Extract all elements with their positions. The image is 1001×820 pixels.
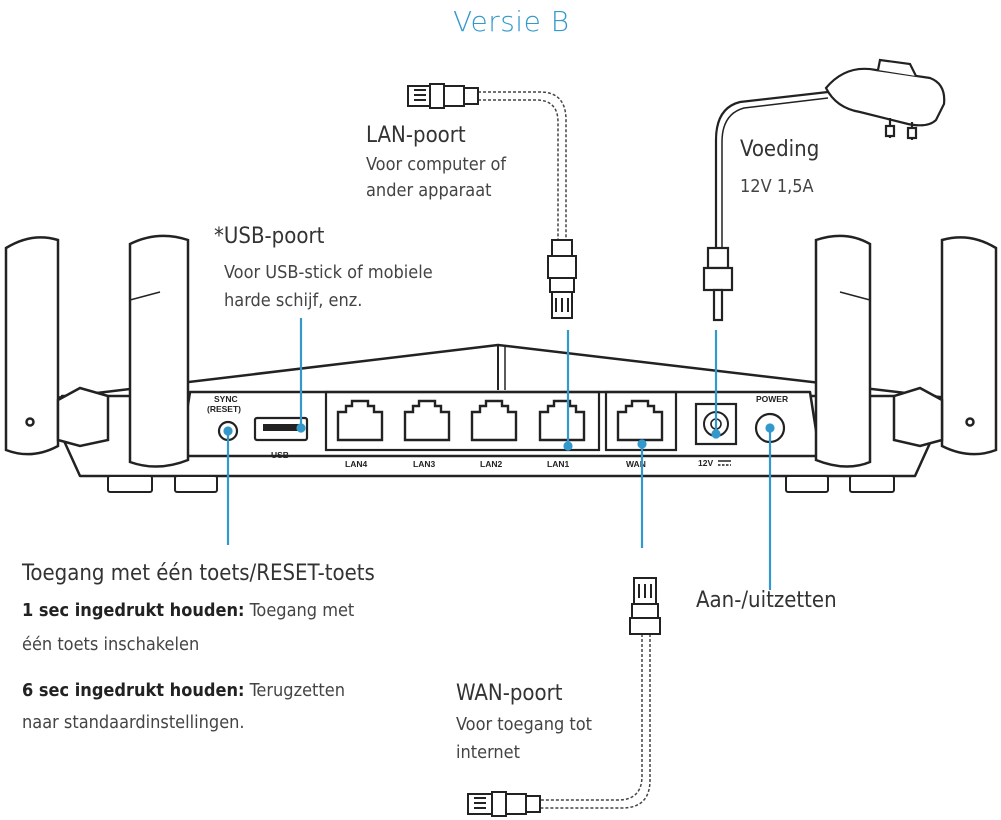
wan-port-line1: Voor toegang tot [456, 714, 592, 735]
lan-group-frame [324, 390, 601, 452]
reset-hold6-bold: 6 sec ingedrukt houden: [22, 680, 245, 701]
antenna-right-outer [892, 236, 998, 456]
lan4-port: LAN4 [336, 399, 384, 469]
lan-port-line1: Voor computer of [366, 154, 507, 175]
wan-port-line2: internet [456, 742, 520, 763]
lan4-label: LAN4 [345, 459, 367, 469]
lan1-label: LAN1 [547, 459, 569, 469]
usb-port-title: *USB-poort [214, 224, 325, 249]
lan2-label: LAN2 [480, 459, 502, 469]
power-button-title: Aan-/uitzetten [696, 588, 837, 613]
reset-label: (RESET) [207, 404, 241, 414]
reset-title: Toegang met één toets/RESET-toets [22, 561, 375, 586]
callout-lines [223, 318, 775, 590]
wan-cable [467, 577, 661, 817]
reset-hold1-bold: 1 sec ingedrukt houden: [22, 600, 245, 621]
lan3-port: LAN3 [403, 399, 451, 469]
wan-port-title: WAN-poort [456, 681, 563, 706]
usb-port-line1: Voor USB-stick of mobiele [224, 262, 433, 283]
lan1-port: LAN1 [538, 399, 586, 469]
lan-port-title: LAN-poort [366, 123, 466, 148]
reset-hold1: 1 sec ingedrukt houden: Toegang met [22, 602, 354, 620]
power-supply-spec: 12V 1,5A [740, 176, 814, 197]
reset-hold1-text: Toegang met [244, 600, 355, 621]
reset-hold6: 6 sec ingedrukt houden: Terugzetten [22, 682, 345, 700]
12v-label: 12V [698, 458, 713, 468]
power-label: POWER [756, 394, 788, 404]
usb-label: USB [271, 450, 289, 460]
power-adapter [702, 58, 946, 322]
lan-cable [407, 83, 577, 319]
antenna-right-inner [814, 234, 872, 468]
antenna-left-outer [4, 236, 110, 456]
lan2-port: LAN2 [470, 399, 518, 469]
reset-hold6-text: Terugzetten [244, 680, 345, 701]
usb-port-line2: harde schijf, enz. [224, 290, 363, 311]
usb-port: USB [253, 416, 309, 460]
lan-port-line2: ander apparaat [366, 180, 492, 201]
power-supply-title: Voeding [740, 137, 820, 162]
reset-hold1-cont: één toets inschakelen [22, 634, 200, 655]
diagram-title: Versie B [453, 5, 570, 38]
lan3-label: LAN3 [413, 459, 435, 469]
wan-label: WAN [626, 459, 646, 469]
reset-hold6-cont: naar standaardinstellingen. [22, 712, 245, 733]
sync-label: SYNC [214, 394, 238, 404]
antenna-left-inner [128, 234, 190, 468]
